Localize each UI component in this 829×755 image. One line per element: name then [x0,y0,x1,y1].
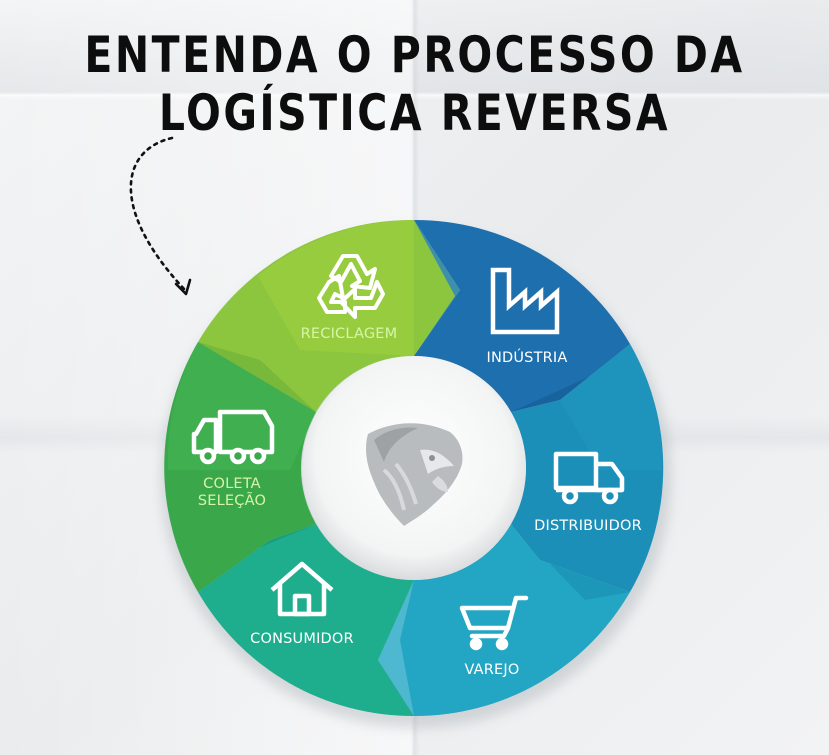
cycle-ring [164,219,664,717]
shopping-cart-icon [459,595,529,651]
label-reciclagem: RECICLAGEM [301,326,398,342]
label-consumidor: CONSUMIDOR [250,631,354,647]
label-varejo: VAREJO [464,662,519,678]
segment-distribuidor-highlight [560,344,663,470]
title-line-1: ENTENDA O PROCESSO DA [84,26,745,84]
segment-industria [414,219,630,412]
label-industria: INDÚSTRIA [486,348,567,366]
label-coleta: COLETA [203,476,261,492]
segment-varejo-fold [511,524,630,600]
house-icon [270,561,334,617]
segment-consumidor [198,524,414,717]
garbage-truck-icon [191,409,275,465]
dotted-arrow-icon [129,136,192,296]
label-distribuidor: DISTRIBUIDOR [534,518,642,534]
segment-coleta-highlight [167,342,316,470]
page-title: ENTENDA O PROCESSO DA LOGÍSTICA REVERSA [75,26,755,142]
segment-reciclagem-highlight [258,220,414,356]
label-selecao: SELEÇÃO [198,492,266,509]
segment-industria-fold [414,220,460,356]
delivery-truck-icon [553,451,625,505]
title-line-2: LOGÍSTICA REVERSA [158,84,671,142]
factory-icon [490,267,560,335]
recycle-icon [317,254,385,319]
segment-varejo-tab [378,580,414,716]
lion-head-icon [366,423,463,526]
